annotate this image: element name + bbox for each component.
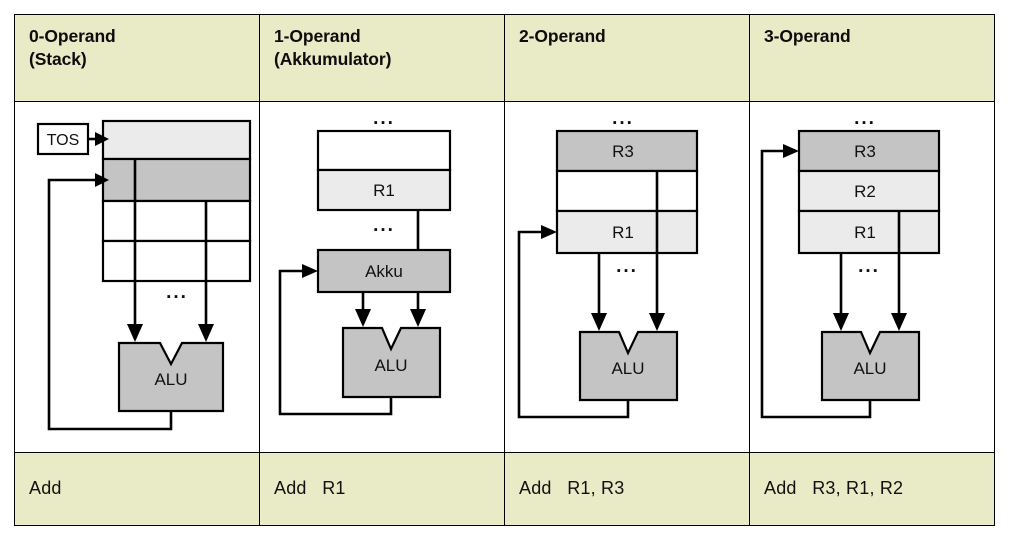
diagram-cell-zero-operand: ... TOS bbox=[14, 101, 260, 453]
header-cell-zero-operand: 0-Operand (Stack) bbox=[14, 13, 260, 103]
register-file-diagram-three-operand: ... R3 R2 R1 ... bbox=[750, 102, 994, 442]
accumulator-feedback-path bbox=[278, 270, 393, 416]
stack-cell-3 bbox=[101, 240, 252, 283]
stack-diagram-svg: ... TOS bbox=[36, 120, 252, 431]
alu-label-one-operand: ALU bbox=[374, 356, 407, 375]
stack-cell-0 bbox=[101, 120, 252, 161]
tos-arrowhead-icon bbox=[95, 132, 109, 147]
diagram-cell-one-operand: ... R1 ... Akku bbox=[259, 101, 505, 453]
regfile-label-r3-three-operand: R3 bbox=[854, 142, 876, 161]
header-subtitle-one-operand: (Akkumulator) bbox=[274, 48, 392, 69]
diagram-cell-two-operand: ... R3 R1 ... bbox=[504, 101, 750, 453]
stack-cells bbox=[101, 120, 252, 283]
regfile-cell-1-one-operand bbox=[316, 169, 452, 212]
register-file-svg-two-operand: ... R3 R1 ... bbox=[517, 108, 699, 419]
instruction-cell-two-operand: Add R1, R3 bbox=[504, 451, 750, 527]
register-file-diagram-two-operand: ... R3 R1 ... bbox=[505, 102, 749, 442]
regfile-feedback-arrowhead-icon-three-operand bbox=[783, 144, 799, 159]
table-header-row: 0-Operand (Stack) 1-Operand (Akkumulator… bbox=[14, 13, 995, 103]
alu-input-arrow-left-icon-three-operand bbox=[833, 313, 849, 332]
alu-label-zero-operand: ALU bbox=[154, 370, 187, 389]
regfile-cell-r2-three-operand bbox=[797, 170, 941, 213]
operand-comparison-table: 0-Operand (Stack) 1-Operand (Akkumulator… bbox=[14, 13, 995, 527]
alu-input-arrow-left-icon-two-operand bbox=[591, 313, 607, 332]
regfile-label-r3-two-operand: R3 bbox=[612, 142, 634, 161]
regfile-ellipsis-below-three-operand: ... bbox=[858, 256, 880, 277]
table-instruction-row: Add Add R1 Add R1, R3 Add R3, R1, R2 bbox=[14, 451, 995, 527]
accumulator-feedback-arrowhead-icon bbox=[302, 264, 318, 279]
header-subtitle-zero-operand: (Stack) bbox=[29, 48, 87, 69]
regfile-feedback-arrowhead-icon-two-operand bbox=[541, 225, 557, 240]
regfile-feedback-path-three-operand bbox=[760, 150, 872, 419]
instruction-zero-operand: Add bbox=[29, 478, 62, 499]
regfile-label-r1-three-operand: R1 bbox=[854, 223, 876, 242]
instruction-cell-zero-operand: Add bbox=[14, 451, 260, 527]
alu-input-arrow-right-icon-one-operand bbox=[410, 309, 426, 328]
regfile-ellipsis-below-two-operand: ... bbox=[616, 256, 638, 277]
regfile-ellipsis-below-one-operand: ... bbox=[373, 215, 395, 236]
header-title-three-operand: 3-Operand bbox=[764, 26, 851, 46]
table-diagram-row: ... TOS bbox=[14, 101, 995, 453]
header-cell-one-operand: 1-Operand (Akkumulator) bbox=[259, 13, 505, 103]
alu-label-two-operand: ALU bbox=[611, 359, 644, 378]
accumulator-box bbox=[316, 249, 452, 294]
alu-shape-two-operand bbox=[578, 331, 679, 402]
stack-alu-input-arrow-right-icon bbox=[198, 324, 214, 343]
stack-feedback-arrowhead-icon bbox=[95, 173, 109, 188]
header-title-zero-operand: 0-Operand bbox=[29, 26, 116, 46]
regfile-label-r1-two-operand: R1 bbox=[612, 223, 634, 242]
instruction-two-operand: Add R1, R3 bbox=[519, 478, 625, 499]
alu-shape-zero-operand bbox=[117, 342, 225, 413]
regfile-cell-r3-three-operand bbox=[797, 130, 941, 173]
accumulator-diagram: ... R1 ... Akku bbox=[260, 102, 504, 442]
alu-input-arrow-right-icon-two-operand bbox=[649, 313, 665, 332]
instruction-one-operand: Add R1 bbox=[274, 478, 346, 499]
tos-label: TOS bbox=[47, 132, 80, 149]
regfile-cell-r1-two-operand bbox=[555, 210, 699, 255]
regfile-cell-r1-three-operand bbox=[797, 210, 941, 255]
diagram-cell-three-operand: ... R3 R2 R1 ... bbox=[749, 101, 995, 453]
regfile-feedback-path-two-operand bbox=[517, 231, 630, 419]
header-title-one-operand: 1-Operand bbox=[274, 26, 361, 46]
header-title-two-operand: 2-Operand bbox=[519, 26, 606, 46]
regfile-cell-empty-two-operand bbox=[555, 170, 699, 213]
header-cell-three-operand: 3-Operand bbox=[749, 13, 995, 103]
alu-label-three-operand: ALU bbox=[853, 359, 886, 378]
alu-shape-one-operand bbox=[341, 327, 442, 399]
tos-label-box bbox=[36, 123, 90, 156]
instruction-cell-one-operand: Add R1 bbox=[259, 451, 505, 527]
alu-shape-three-operand bbox=[820, 331, 921, 402]
regfile-label-r2-three-operand: R2 bbox=[854, 182, 876, 201]
regfile-ellipsis-above-two-operand: ... bbox=[612, 108, 634, 129]
stack-feedback-path bbox=[47, 179, 173, 431]
register-file-svg-three-operand: ... R3 R2 R1 ... bbox=[760, 108, 941, 419]
instruction-cell-three-operand: Add R3, R1, R2 bbox=[749, 451, 995, 527]
instruction-three-operand: Add R3, R1, R2 bbox=[764, 478, 904, 499]
accumulator-label: Akku bbox=[365, 262, 403, 281]
stack-alu-input-arrow-left-icon bbox=[127, 324, 143, 343]
stack-cell-1 bbox=[101, 158, 252, 203]
regfile-label-r1-one-operand: R1 bbox=[373, 181, 395, 200]
regfile-ellipsis-above-one-operand: ... bbox=[373, 108, 395, 129]
stack-cell-2 bbox=[101, 200, 252, 243]
stack-cell-separators bbox=[133, 159, 208, 282]
alu-input-arrow-right-icon-three-operand bbox=[891, 313, 907, 332]
stack-ellipsis: ... bbox=[166, 282, 188, 303]
regfile-ellipsis-above-three-operand: ... bbox=[854, 108, 876, 129]
stack-diagram: ... TOS bbox=[15, 102, 259, 442]
accumulator-diagram-svg: ... R1 ... Akku bbox=[278, 108, 452, 416]
header-cell-two-operand: 2-Operand bbox=[504, 13, 750, 103]
tos-pointer: TOS bbox=[36, 123, 109, 156]
alu-input-arrow-left-icon-one-operand bbox=[355, 309, 371, 328]
regfile-cell-0-one-operand bbox=[316, 130, 452, 172]
